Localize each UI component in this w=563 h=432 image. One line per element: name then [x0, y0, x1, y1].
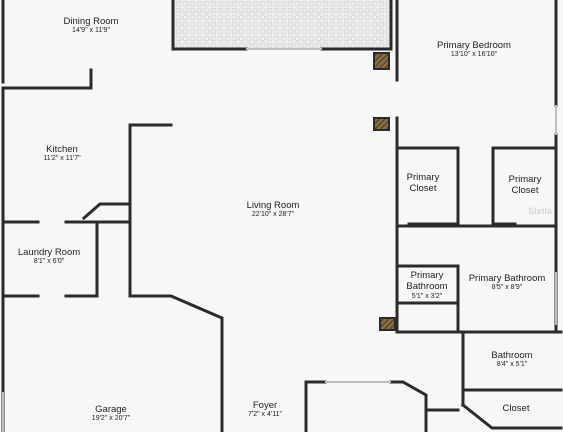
room-kitchen: Kitchen 11'2" x 11'7" [43, 144, 80, 164]
room-name: Foyer [252, 400, 278, 411]
room-dimensions: 14'9" x 11'9" [72, 27, 110, 35]
room-dining-room: Dining Room 14'9" x 11'9" [64, 16, 119, 36]
room-dimensions: 5'1" x 3'2" [411, 292, 443, 300]
watermark: Stella [528, 206, 553, 216]
room-dimensions: 8'4" x 5'1" [496, 361, 528, 369]
room-dimensions: 8'5" x 8'9" [491, 284, 523, 292]
room-laundry-room: Laundry Room 8'1" x 6'0" [18, 247, 80, 267]
room-name: Primary Closet [406, 172, 440, 195]
room-name: Dining Room [63, 16, 119, 27]
room-primary-closet-left: Primary Closet [397, 172, 449, 195]
room-dimensions: 13'10" x 16'10" [450, 51, 498, 59]
room-name: Kitchen [46, 144, 78, 155]
room-primary-bedroom: Primary Bedroom 13'10" x 16'10" [437, 40, 511, 60]
room-name: Primary Closet [508, 174, 542, 197]
room-closet: Closet [503, 403, 530, 414]
room-name: Primary Bedroom [437, 40, 511, 51]
room-primary-bathroom-small: Primary Bathroom 5'1" x 3'2" [398, 270, 456, 301]
room-foyer: Foyer 7'2" x 4'11" [248, 400, 282, 420]
room-name: Primary Bathroom [406, 270, 448, 293]
patio-area [173, 0, 391, 49]
room-name: Garage [95, 404, 127, 415]
room-name: Primary Bathroom [468, 273, 546, 284]
room-dimensions: 22'10" x 28'7" [251, 211, 295, 219]
room-primary-closet-right: Primary Closet [500, 174, 550, 197]
pillar [379, 317, 396, 331]
room-name: Closet [502, 403, 530, 414]
room-name: Bathroom [491, 350, 533, 361]
room-primary-bathroom: Primary Bathroom 8'5" x 8'9" [469, 273, 546, 293]
pillar [373, 52, 390, 70]
room-dimensions: 19'2" x 20'7" [91, 415, 131, 423]
room-name: Laundry Room [17, 247, 81, 258]
room-garage: Garage 19'2" x 20'7" [92, 404, 130, 424]
room-bathroom: Bathroom 8'4" x 5'1" [491, 350, 532, 370]
room-name: Living Room [246, 200, 300, 211]
room-dimensions: 11'2" x 11'7" [43, 155, 81, 163]
room-dimensions: 7'2" x 4'11" [248, 411, 282, 419]
pillar [373, 117, 390, 131]
room-dimensions: 8'1" x 6'0" [33, 258, 65, 266]
windows [2, 48, 557, 432]
room-living-room: Living Room 22'10" x 28'7" [247, 200, 300, 220]
